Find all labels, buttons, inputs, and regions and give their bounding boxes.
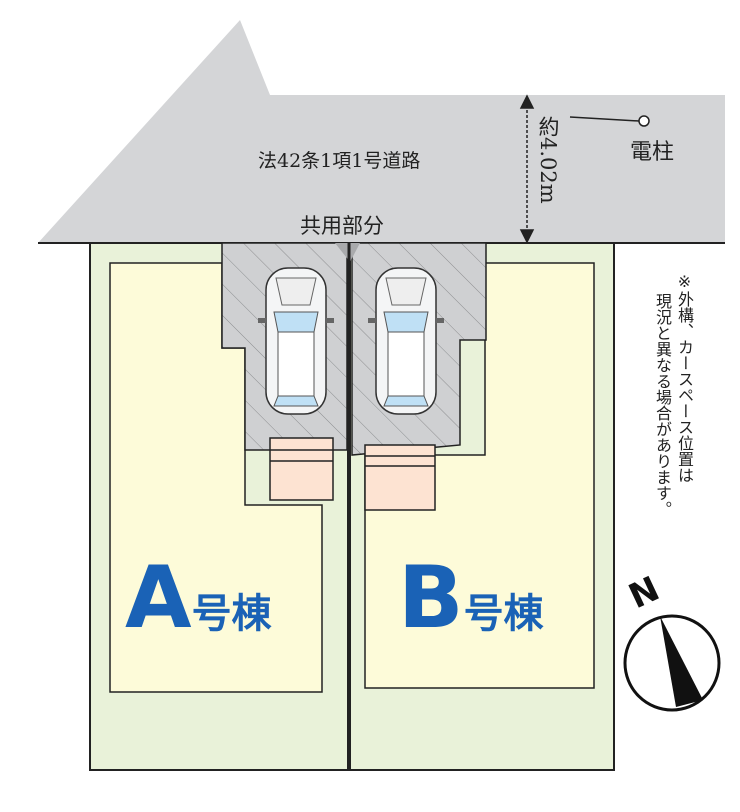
shared-area-label: 共用部分	[300, 214, 384, 238]
road-width-dimension	[519, 94, 535, 244]
steps-b	[364, 444, 436, 511]
building-b-suffix: 号棟	[463, 591, 544, 637]
road-width-label: 約4.02m	[536, 116, 560, 204]
building-b-letter: B	[398, 548, 464, 648]
pole-label: 電柱	[630, 140, 675, 165]
building-a-letter: A	[125, 548, 192, 648]
road-label: 法42条1項1号道路	[258, 150, 421, 172]
building-b-label: B号棟	[398, 548, 544, 648]
building-a-label: A号棟	[125, 548, 272, 648]
building-b	[364, 262, 595, 689]
road	[38, 20, 725, 243]
building-a-suffix: 号棟	[191, 591, 272, 637]
note-line-1: ※外構、カースペース位置は	[675, 272, 694, 483]
note-line-2: 現況と異なる場合があります。	[653, 293, 672, 517]
car-a	[257, 267, 335, 415]
car-b	[367, 267, 445, 415]
north-arrow-icon	[623, 614, 721, 712]
steps-a	[269, 437, 334, 501]
pole-icon	[569, 115, 650, 127]
